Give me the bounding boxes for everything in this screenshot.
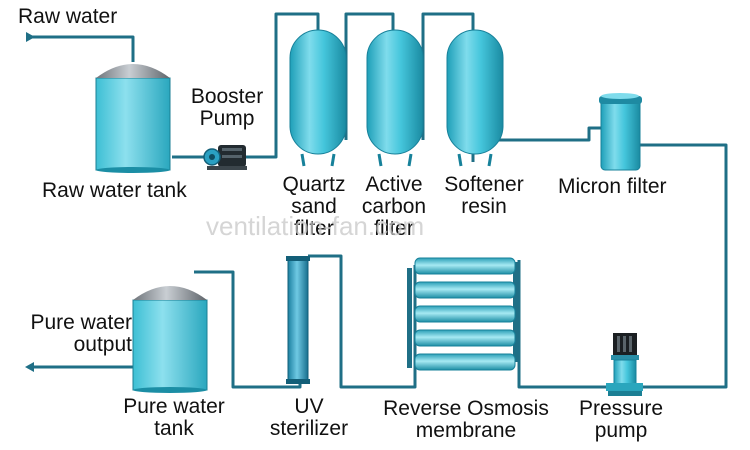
raw-water-label: Raw water xyxy=(18,5,118,28)
raw-water-tank-label: Raw water tank xyxy=(42,179,187,202)
uv-sterilizer-label: UV sterilizer xyxy=(256,396,362,440)
reverse-osmosis-membrane-label-line1: Reverse Osmosis xyxy=(383,397,549,420)
booster-pump-label-line1: Booster xyxy=(190,85,264,108)
quartz-sand-filter-label-line3: filter xyxy=(294,217,334,240)
pure-water-output-label: Pure water output xyxy=(6,312,132,356)
inlet-arrow-icon xyxy=(26,32,35,42)
active-carbon-filter-label-line3: filter xyxy=(374,217,414,240)
pressure-pump-icon xyxy=(606,333,643,396)
pure-water-tank xyxy=(132,286,208,393)
pump-to-sand-filter-pipe xyxy=(246,12,320,159)
micron-filter-label: Micron filter xyxy=(558,175,667,198)
active-carbon-filter-label: Active carbon filter xyxy=(356,174,432,240)
uv-sterilizer-label-line1: UV xyxy=(294,395,324,418)
pure-water-tank-label-line1: Pure water xyxy=(123,395,225,418)
uv-sterilizer-label-line2: sterilizer xyxy=(269,417,349,440)
pure-water-output-label-line1: Pure water xyxy=(30,311,132,334)
pure-water-tank-label: Pure water tank xyxy=(108,396,240,440)
active-carbon-filter-label-line1: Active xyxy=(365,173,423,196)
micron-filter-housing xyxy=(599,93,642,171)
quartz-sand-filter-label-line1: Quartz xyxy=(282,173,346,196)
quartz-sand-filter-label-line2: sand xyxy=(291,195,337,218)
watermark: ventilation-fan.com xyxy=(206,211,425,241)
quartz-sand-filter-vessel xyxy=(289,29,347,167)
pressure-pump-label-line1: Pressure xyxy=(578,397,664,420)
pure-water-output-label-line2: output xyxy=(73,333,132,356)
uv-sterilizer-unit xyxy=(286,256,310,384)
micron-to-pressure-pump-pipe xyxy=(640,143,728,389)
active-carbon-filter-label-line2: carbon xyxy=(361,195,427,218)
pressure-pump-to-membrane-pipe xyxy=(517,260,606,389)
softener-resin-label-line1: Softener xyxy=(444,173,524,196)
outlet-arrow-icon xyxy=(25,362,34,372)
softener-resin-vessel xyxy=(446,29,504,167)
pressure-pump-label-line2: pump xyxy=(594,419,648,442)
pure-water-tank-label-line2: tank xyxy=(154,417,194,440)
reverse-osmosis-membrane-stack xyxy=(407,257,518,371)
membrane-to-uv-pipe xyxy=(308,254,417,389)
reverse-osmosis-membrane-label-line2: membrane xyxy=(415,419,517,442)
booster-pump-label-line2: Pump xyxy=(199,107,255,130)
reverse-osmosis-membrane-label: Reverse Osmosis membrane xyxy=(366,398,566,442)
raw-water-tank xyxy=(95,64,171,173)
active-carbon-filter-vessel xyxy=(366,29,424,167)
pressure-pump-label: Pressure pump xyxy=(566,398,676,442)
softener-resin-label-line2: resin xyxy=(461,195,507,218)
uv-to-pure-tank-pipe xyxy=(194,270,302,389)
booster-pump-label: Booster Pump xyxy=(186,86,268,130)
booster-pump-icon xyxy=(203,145,247,170)
quartz-sand-filter-label: Quartz sand filter xyxy=(276,174,352,240)
softener-resin-label: Softener resin xyxy=(432,174,536,218)
raw-water-inlet-pipe xyxy=(26,35,135,62)
